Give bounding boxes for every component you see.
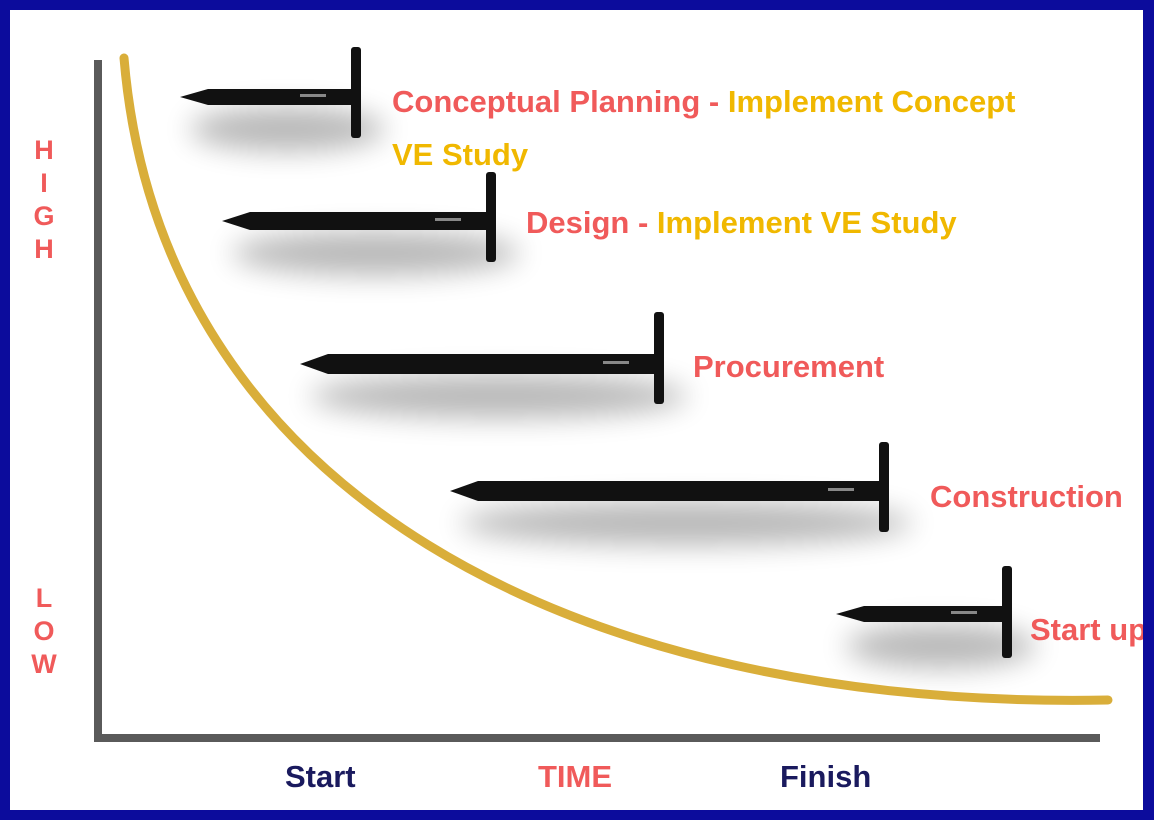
phase-action: Implement VE Study	[656, 205, 957, 240]
nail-shadow	[846, 624, 1036, 668]
phase-action-line2: VE Study	[392, 137, 529, 172]
nail-stamp	[603, 361, 629, 364]
y-axis-letter: O	[33, 616, 55, 646]
nail-shadow	[460, 501, 913, 545]
y-axis-high-label: H I G H	[24, 134, 64, 266]
axes	[94, 60, 1100, 742]
value-curve	[119, 53, 1113, 705]
nail-icon	[222, 172, 496, 262]
phase-label-conceptual-planning: Conceptual Planning - Implement Concept	[392, 85, 1016, 119]
diagram-artwork	[94, 47, 1113, 742]
x-axis-title: TIME	[538, 759, 613, 794]
phase-label-procurement: Procurement	[693, 349, 885, 384]
nail-stamp	[300, 94, 326, 97]
nail-shadow	[190, 107, 385, 151]
phase-name: Design	[526, 205, 630, 240]
nails	[180, 47, 1012, 658]
y-axis-letter: W	[31, 649, 57, 679]
y-axis-letter: G	[33, 201, 55, 231]
y-axis-letter: L	[35, 583, 53, 613]
nail-head	[486, 172, 496, 262]
nail-shaft	[300, 354, 654, 374]
phase-name: Conceptual Planning	[392, 84, 701, 119]
nail-shaft	[222, 212, 486, 230]
phase-label-construction: Construction	[930, 479, 1123, 514]
nail-shadows	[190, 107, 1036, 668]
nail-stamp	[435, 218, 461, 221]
nail-shaft	[836, 606, 1002, 622]
diagram-panel: H I G H L O W Start TIME Finish Conceptu…	[10, 10, 1143, 810]
nail-head	[879, 442, 889, 532]
nail-shaft	[180, 89, 351, 105]
nail-head	[1002, 566, 1012, 658]
phase-separator: -	[629, 205, 657, 240]
y-axis-letter: H	[34, 234, 54, 264]
nail-icon	[180, 47, 361, 138]
nail-stamp	[951, 611, 977, 614]
y-axis-letter: I	[40, 168, 48, 198]
phase-separator: -	[700, 84, 728, 119]
phase-label-design: Design - Implement VE Study	[526, 206, 957, 240]
nail-shaft	[450, 481, 879, 501]
nail-head	[654, 312, 664, 404]
nail-shadow	[310, 374, 688, 418]
nail-stamp	[828, 488, 854, 491]
y-axis-letter: H	[34, 135, 54, 165]
x-axis-start-label: Start	[285, 759, 356, 794]
x-axis-finish-label: Finish	[780, 759, 872, 794]
nail-head	[351, 47, 361, 138]
nail-icon	[836, 566, 1012, 658]
nail-icon	[450, 442, 889, 532]
nail-shadow	[232, 231, 520, 275]
phase-action: Implement Concept	[727, 84, 1016, 119]
phase-label-start-up: Start up	[1030, 612, 1143, 647]
nail-icon	[300, 312, 664, 404]
y-axis-low-label: L O W	[24, 582, 64, 681]
